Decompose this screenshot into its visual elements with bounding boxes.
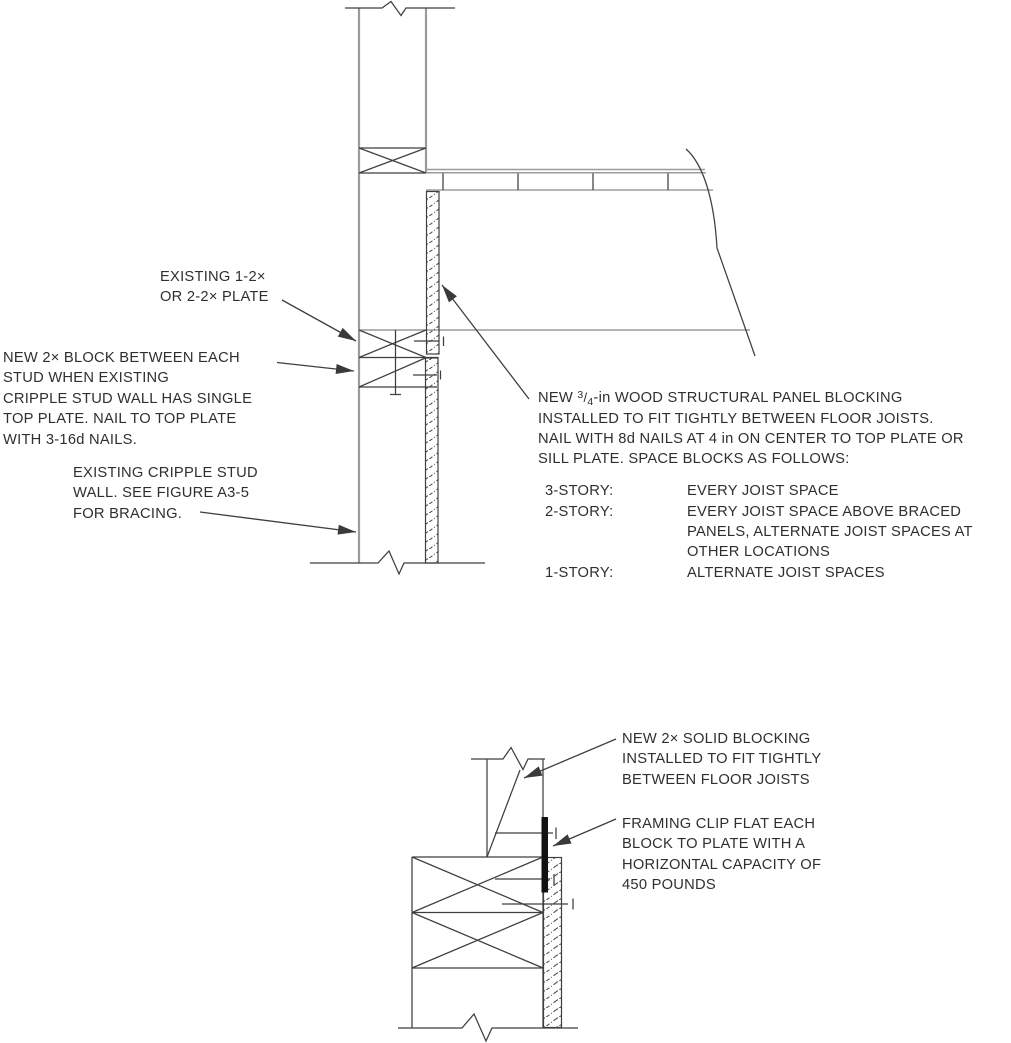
leader-arrow-framing-clip [552, 818, 617, 847]
label-existing-plate: EXISTING 1-2× OR 2-2× PLATE [160, 269, 269, 306]
lower-detail-drawing [398, 738, 617, 1043]
blocking-top-break-line [471, 746, 545, 771]
panel-note-fraction-numerator: 3 [577, 388, 584, 401]
leader-arrow-panel-blocking [441, 284, 530, 400]
schedule-story-1: 1-STORY: [545, 564, 614, 581]
schedule-spacing-1: ALTERNATE JOIST SPACES [687, 564, 885, 581]
leader-arrow-existing-plate [281, 299, 357, 342]
label-panel-note-line1: NEW 3/4-in WOOD STRUCTURAL PANEL BLOCKIN… [538, 388, 903, 409]
solid-blocking-diagonal [486, 769, 521, 858]
wall-bottom-break-line [310, 549, 485, 576]
plate-bottom-break-line [398, 1012, 578, 1043]
cripple-wall-sheathing-hatch [424, 357, 439, 564]
label-new-block-note: NEW 2× BLOCK BETWEEN EACH STUD WHEN EXIS… [3, 350, 253, 448]
floor-break-curve [685, 148, 756, 357]
label-existing-cripple-wall: EXISTING CRIPPLE STUD WALL. SEE FIGURE A… [73, 465, 258, 522]
new-2x-block [358, 356, 437, 388]
upper-wall-sole-plate-block [358, 147, 427, 174]
floor-board-joint-ticks [442, 173, 669, 190]
wall-top-break-line [345, 0, 455, 17]
8d-nail-symbol-lower [413, 370, 442, 380]
schedule-story-2: 2-STORY: [545, 503, 614, 520]
schedule-spacing-2: EVERY JOIST SPACE ABOVE BRACED PANELS, A… [687, 503, 973, 561]
panel-note-fraction-slash: / [583, 390, 588, 405]
panel-blocking-hatch [425, 190, 440, 355]
leader-arrow-new-block [276, 361, 355, 374]
8d-nail-symbol-upper [414, 336, 445, 346]
16d-nail-symbol [390, 330, 401, 396]
label-new-solid-blocking: NEW 2× SOLID BLOCKING INSTALLED TO FIT T… [622, 731, 822, 788]
leader-arrow-solid-blocking [523, 738, 617, 779]
framing-clip-bar [541, 817, 548, 893]
label-panel-note-rest: INSTALLED TO FIT TIGHTLY BETWEEN FLOOR J… [538, 410, 964, 468]
panel-note-prefix: NEW [538, 390, 578, 406]
leader-arrow-cripple-wall [199, 511, 357, 535]
panel-note-fraction-denominator: 4 [587, 395, 594, 408]
upper-detail-drawing [199, 0, 756, 576]
panel-note-line1-rest: -in WOOD STRUCTURAL PANEL BLOCKING [593, 390, 903, 406]
plate-block [411, 856, 544, 1028]
schedule-spacing-3: EVERY JOIST SPACE [687, 483, 839, 499]
schedule-story-3: 3-STORY: [545, 483, 614, 499]
label-framing-clip: FRAMING CLIP FLAT EACH BLOCK TO PLATE WI… [622, 816, 822, 894]
